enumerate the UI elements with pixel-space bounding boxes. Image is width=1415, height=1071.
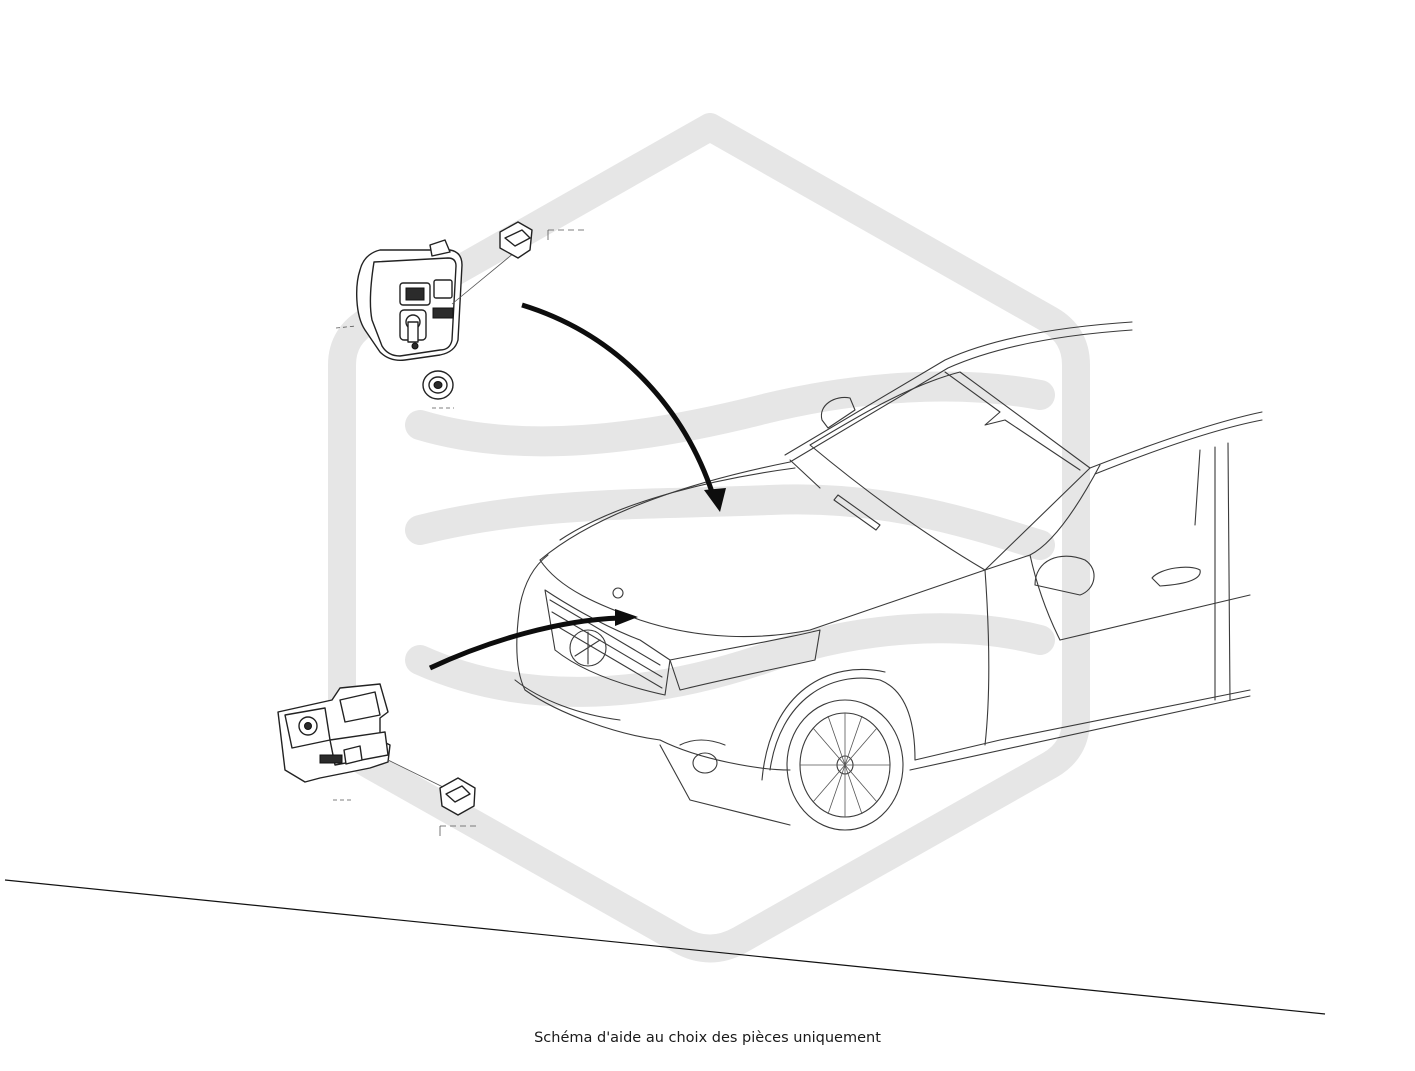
arrow-to-hood-lock-location <box>428 609 638 671</box>
hexagon-logo-icon <box>328 113 1090 963</box>
arrow-to-hood-handle-location <box>521 302 726 512</box>
hood-lock <box>277 683 446 789</box>
cable-connector-lower <box>439 777 476 836</box>
car-illustration <box>514 321 1263 831</box>
caption: Schéma d'aide au choix des pièces unique… <box>534 1030 881 1046</box>
ground-line <box>4 879 1326 1015</box>
callout-ticks <box>333 325 454 801</box>
cable-connector-upper <box>499 221 586 259</box>
grommet-icon <box>422 370 454 400</box>
hood-release-handle <box>356 239 521 362</box>
